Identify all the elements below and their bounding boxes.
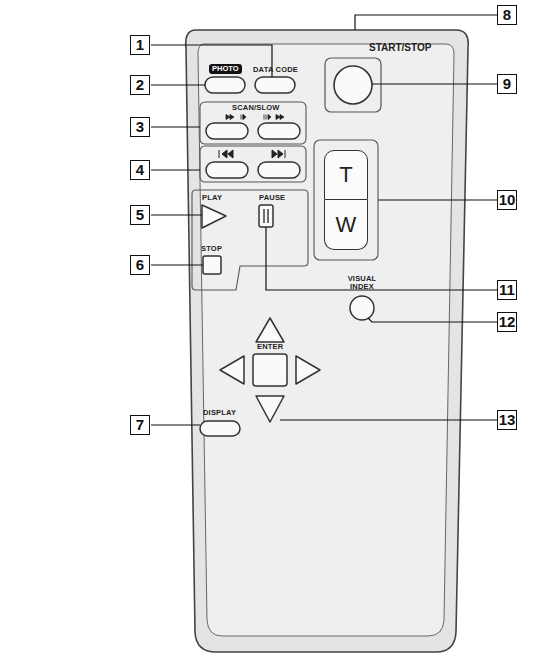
right-button [296, 356, 320, 384]
slow-button [258, 123, 300, 139]
pause-button [259, 205, 273, 227]
next-button [258, 162, 300, 178]
visual-index-button [350, 296, 374, 320]
callout-number: 5 [130, 205, 150, 225]
button-label: STOP [201, 245, 222, 253]
button-frame [200, 146, 306, 182]
button-label: PHOTO [209, 64, 242, 74]
callout-number: 8 [497, 5, 517, 25]
callout-number: 9 [497, 74, 517, 94]
button-label: DISPLAY [203, 409, 236, 417]
button-label: PLAY [202, 194, 222, 202]
callout-number: 13 [497, 410, 517, 430]
callout-number: 3 [130, 117, 150, 137]
button-label: DATA CODE [253, 66, 298, 74]
display-button [200, 421, 240, 436]
button-label: W [336, 212, 357, 238]
button-label: START/STOP [369, 43, 431, 54]
up-button [256, 318, 284, 342]
stop-button [203, 256, 221, 274]
prev-button [206, 162, 248, 178]
photo-button [205, 77, 245, 93]
callout-number: 10 [497, 190, 517, 210]
button-label: T [339, 162, 352, 188]
scan-button [206, 123, 248, 139]
button-frame [314, 140, 378, 260]
callout-number: 2 [130, 75, 150, 95]
prev-symbol [219, 150, 233, 158]
play-button [202, 205, 226, 228]
down-button [256, 396, 284, 422]
start-stop-button [334, 66, 372, 104]
button-label: SCAN/SLOW [232, 104, 280, 112]
callout-number: 11 [497, 280, 517, 300]
callout-number: 4 [130, 160, 150, 180]
slow-symbol [264, 115, 284, 120]
data-code-button [255, 77, 295, 93]
button-label: ENTER [257, 343, 283, 351]
callout-number: 12 [497, 312, 517, 332]
callout-number: 6 [130, 255, 150, 275]
callout-number: 7 [130, 415, 150, 435]
button-frame [192, 190, 308, 290]
enter-button [253, 354, 287, 386]
remote-panel [198, 44, 454, 636]
zoom-button: W [324, 200, 368, 250]
button-label: PAUSE [259, 194, 285, 202]
next-symbol [272, 150, 285, 158]
zoom-button: T [324, 150, 368, 200]
remote-body [186, 30, 469, 652]
left-button [220, 356, 244, 384]
button-frame [200, 102, 306, 144]
callout-number: 1 [130, 35, 150, 55]
leader-lines [151, 15, 497, 425]
scan-symbol [226, 115, 246, 120]
button-label: VISUAL INDEX [345, 275, 379, 291]
pause-symbol [264, 209, 268, 223]
button-frame [325, 58, 381, 112]
